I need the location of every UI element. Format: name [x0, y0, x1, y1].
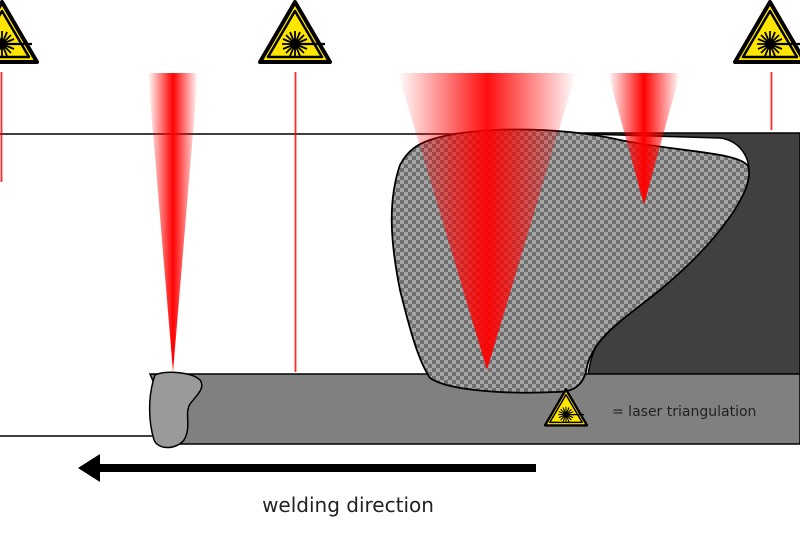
laser-beam-1 — [148, 73, 198, 372]
laser-warning-icon — [733, 0, 800, 64]
laser-beam-3 — [398, 73, 576, 370]
laser-warning-icon — [258, 0, 332, 64]
laser-warning-icon — [0, 0, 39, 64]
weld-bead — [148, 371, 203, 449]
laser-beam-4 — [608, 73, 680, 205]
direction-label: welding direction — [262, 493, 434, 517]
laser-beam-2 — [294, 72, 297, 372]
laser-beam-5 — [770, 72, 773, 130]
direction-arrow — [78, 454, 536, 482]
laser-beam-6 — [0, 72, 3, 182]
legend-label: = laser triangulation — [612, 404, 756, 420]
